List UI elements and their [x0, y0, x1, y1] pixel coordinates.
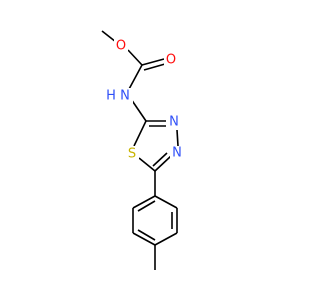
bond-carbonyl-n: [127, 64, 143, 92]
bond-ring-n4-c5: [154, 155, 172, 172]
atom-ring-n2: N: [172, 146, 182, 161]
bond-n-ring: [130, 98, 147, 122]
bond-ring-s-c2: [133, 120, 147, 147]
bond-ph-3: [154, 232, 178, 246]
atom-ring-s: S: [128, 147, 136, 162]
atom-labels: O O H N N N S: [105, 38, 186, 162]
atom-amide-n: N: [120, 89, 130, 104]
molecule-diagram: O O H N N N S: [101, 30, 186, 270]
bond-carbonyl-double-1: [141, 58, 165, 66]
bonds: [101, 30, 179, 270]
atom-amide-h: H: [106, 89, 116, 104]
bond-ph-6: [132, 195, 156, 209]
bond-carbonyl-double-2: [143, 63, 166, 71]
bond-methyl-o: [101, 30, 117, 43]
atom-ring-n1: N: [169, 115, 179, 130]
bond-ring-n3-n4: [176, 129, 179, 147]
atom-methoxy-o: O: [116, 39, 126, 54]
bond-ring-n4-c5-b: [152, 152, 168, 167]
bond-ph-inner-3: [137, 200, 156, 212]
bond-ph-1: [154, 195, 178, 209]
bond-ring-c5-s: [138, 157, 156, 172]
bond-ph-4: [132, 232, 156, 246]
bond-o-carbonyl: [127, 49, 143, 66]
molecule-structure: O O H N N N S: [101, 30, 186, 270]
atom-carbonyl-o: O: [166, 53, 176, 68]
bond-ph-inner-2: [137, 229, 156, 241]
